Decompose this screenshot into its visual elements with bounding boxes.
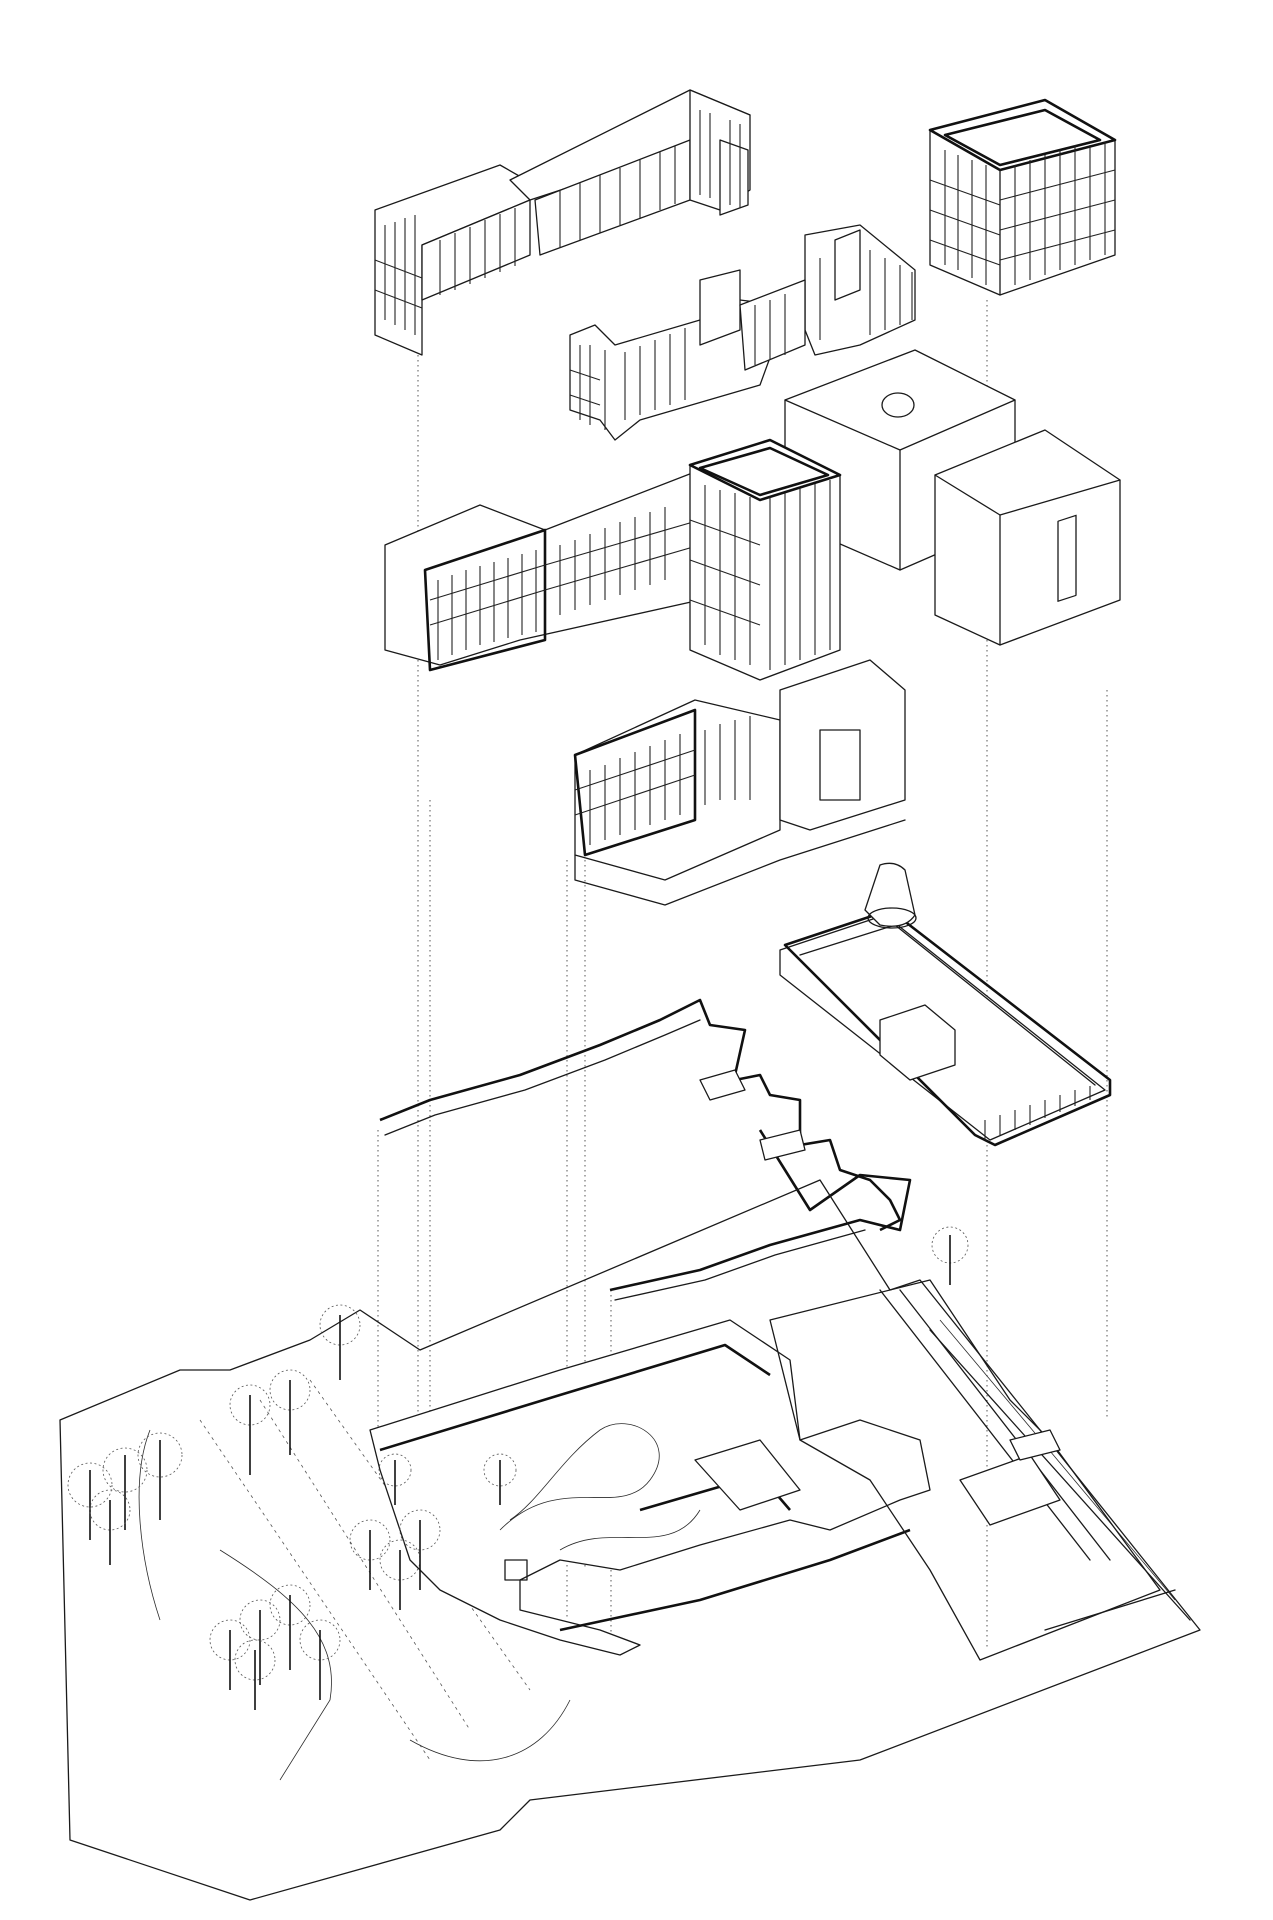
ground-walls-layer bbox=[379, 862, 1112, 1301]
tree bbox=[483, 1453, 517, 1505]
front-block-volume bbox=[573, 659, 906, 881]
central-tower-volume bbox=[688, 438, 842, 681]
site-plan-layer bbox=[59, 1179, 1201, 1901]
site-boundary bbox=[59, 1179, 1201, 1901]
long-block-volume bbox=[384, 469, 701, 672]
ground-wall-south bbox=[609, 1129, 912, 1292]
volumes-layer bbox=[384, 349, 1121, 906]
right-ground-floor bbox=[779, 862, 1112, 1147]
tree bbox=[229, 1384, 271, 1475]
tree bbox=[67, 1462, 113, 1540]
garden-paths bbox=[138, 1423, 701, 1781]
stair-block bbox=[699, 1069, 806, 1161]
tree bbox=[399, 1509, 441, 1590]
tree bbox=[378, 1453, 412, 1505]
upper-middle-block bbox=[569, 224, 916, 441]
tree bbox=[319, 1304, 361, 1380]
tree bbox=[269, 1584, 311, 1670]
upper-left-block bbox=[374, 89, 751, 356]
tree bbox=[239, 1599, 281, 1685]
tree bbox=[89, 1489, 131, 1565]
tree bbox=[299, 1619, 341, 1700]
site-right-plaza bbox=[769, 1279, 1176, 1661]
podium-outline bbox=[574, 819, 906, 906]
tree bbox=[234, 1639, 276, 1710]
tree bbox=[269, 1369, 311, 1455]
tree bbox=[931, 1226, 969, 1285]
tree bbox=[102, 1447, 148, 1530]
tree bbox=[349, 1519, 391, 1590]
upper-right-tower bbox=[928, 98, 1117, 296]
trees bbox=[67, 1226, 969, 1710]
site-building-footprint bbox=[369, 1319, 931, 1656]
upper-blocks-layer bbox=[374, 89, 1117, 441]
tree bbox=[209, 1619, 251, 1690]
right-box-volume bbox=[934, 429, 1121, 646]
ground-wall-north bbox=[379, 998, 902, 1232]
tree bbox=[137, 1432, 183, 1520]
